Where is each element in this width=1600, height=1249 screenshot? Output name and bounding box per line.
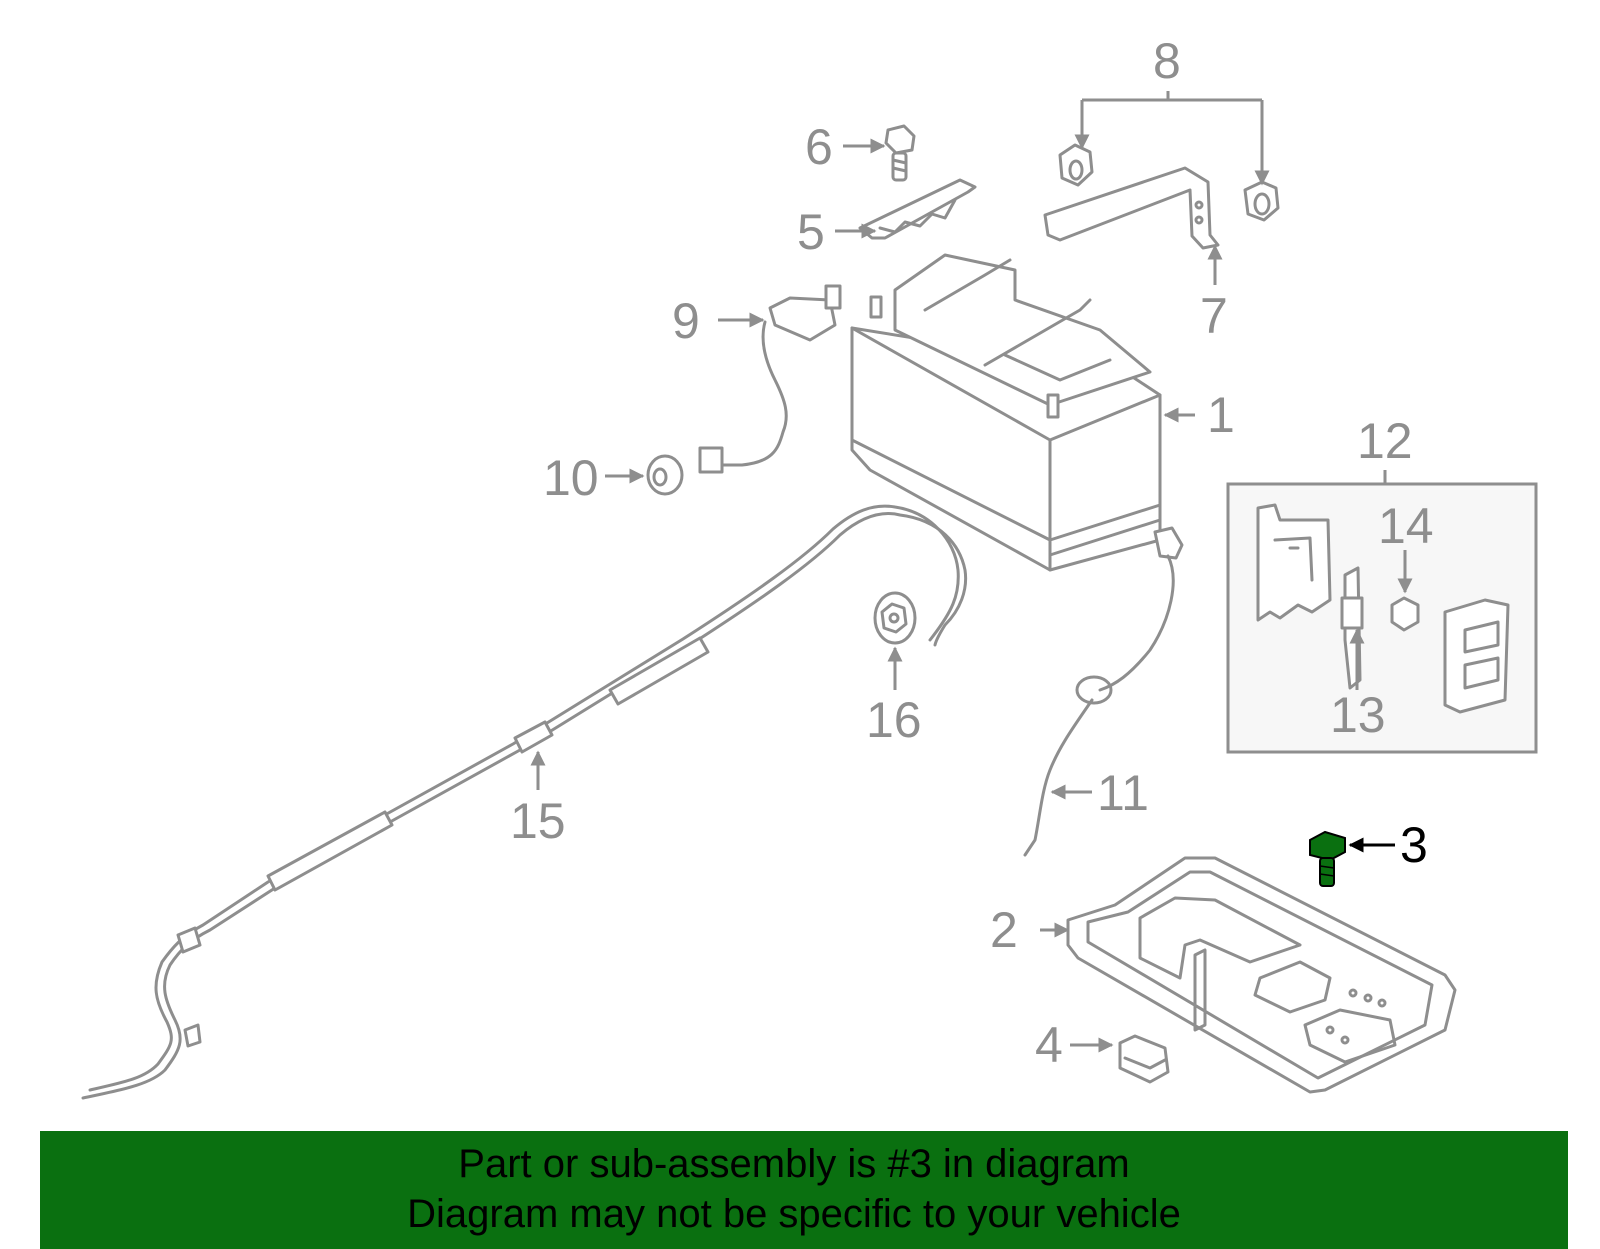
callout-4: 4 <box>1035 1017 1063 1073</box>
part-bolt-6 <box>884 124 916 182</box>
part-bolt-3-highlighted <box>1309 830 1346 887</box>
callout-5: 5 <box>797 204 825 260</box>
callout-13: 13 <box>1330 687 1386 743</box>
callout-11: 11 <box>1097 765 1149 821</box>
callout-14: 14 <box>1378 498 1434 554</box>
part-nut-8-right <box>1243 180 1280 222</box>
callout-16: 16 <box>866 692 922 748</box>
callout-15: 15 <box>510 793 566 849</box>
callout-9: 9 <box>672 293 700 349</box>
part-battery-tray <box>1066 856 1457 1094</box>
part-battery <box>850 253 1162 572</box>
footer-part-notice: Part or sub-assembly is #3 in diagram <box>458 1142 1130 1186</box>
part-cable-11 <box>1023 526 1184 857</box>
callout-10: 10 <box>543 450 599 506</box>
footer-banner: Part or sub-assembly is #3 in diagram Di… <box>40 1131 1568 1249</box>
callout-2: 2 <box>990 902 1018 958</box>
part-nut-16 <box>873 591 917 645</box>
part-hold-down-strip <box>858 178 977 240</box>
callout-8: 8 <box>1153 33 1181 89</box>
part-group-box-12 <box>1226 482 1538 754</box>
callout-12: 12 <box>1357 413 1413 469</box>
callout-7: 7 <box>1200 288 1228 344</box>
part-nut-8-left <box>1058 143 1094 187</box>
part-sensor-cable-9 <box>698 284 842 474</box>
part-bracket <box>1043 166 1220 250</box>
part-grommet-10 <box>646 454 684 496</box>
callout-6: 6 <box>805 119 833 175</box>
callout-3: 3 <box>1400 817 1428 873</box>
part-clip-4 <box>1118 1034 1170 1084</box>
footer-vehicle-disclaimer: Diagram may not be specific to your vehi… <box>407 1192 1181 1236</box>
part-cable-15 <box>81 504 968 1100</box>
callout-1: 1 <box>1207 387 1235 443</box>
